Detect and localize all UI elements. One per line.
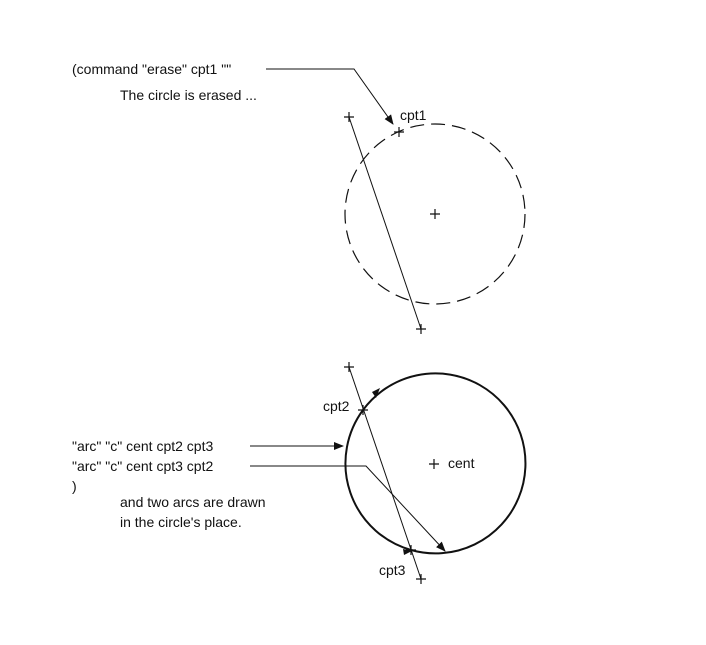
arcs-caption-line-1: and two arcs are drawn [120, 494, 266, 510]
arc-command-line-1: "arc" "c" cent cpt2 cpt3 [72, 438, 213, 454]
arcs-caption-line-2: in the circle's place. [120, 514, 242, 530]
cpt2-label: cpt2 [323, 398, 350, 414]
arc-cpt2-cpt3 [344, 409, 412, 551]
arc-cpt3-cpt2 [362, 372, 527, 555]
upper-diagram: (command "erase" cpt1 "" The circle is e… [72, 61, 526, 334]
arc2-leader-arrow [250, 465, 446, 552]
lower-line-start-point-marker [344, 362, 354, 372]
cpt2-point-marker [358, 405, 368, 415]
lower-diagram: cpt2 cent cpt3 "arc" "c" cent cpt2 cpt3 … [72, 362, 527, 584]
lower-secant-line [348, 366, 422, 580]
cent-point-marker [429, 459, 439, 469]
command-erase-text: (command "erase" cpt1 "" [72, 61, 231, 77]
erase-caption: The circle is erased ... [120, 87, 257, 103]
command-close-paren: ) [72, 478, 77, 494]
erased-circle [344, 123, 526, 305]
cpt1-label: cpt1 [400, 107, 427, 123]
upper-line-start-point-marker [344, 112, 354, 122]
cent-label: cent [448, 455, 475, 471]
arc-command-line-2: "arc" "c" cent cpt3 cpt2 [72, 458, 213, 474]
lower-line-end-point-marker [416, 574, 426, 584]
arc-direction-arrow-top [372, 388, 380, 398]
cpt3-point-marker [406, 545, 416, 555]
upper-secant-line [348, 116, 422, 330]
cpt3-label: cpt3 [379, 562, 406, 578]
upper-center-point-marker [430, 209, 440, 219]
cpt1-leader-arrow [266, 68, 394, 125]
cpt1-point-marker [394, 127, 404, 137]
upper-line-end-point-marker [416, 324, 426, 334]
